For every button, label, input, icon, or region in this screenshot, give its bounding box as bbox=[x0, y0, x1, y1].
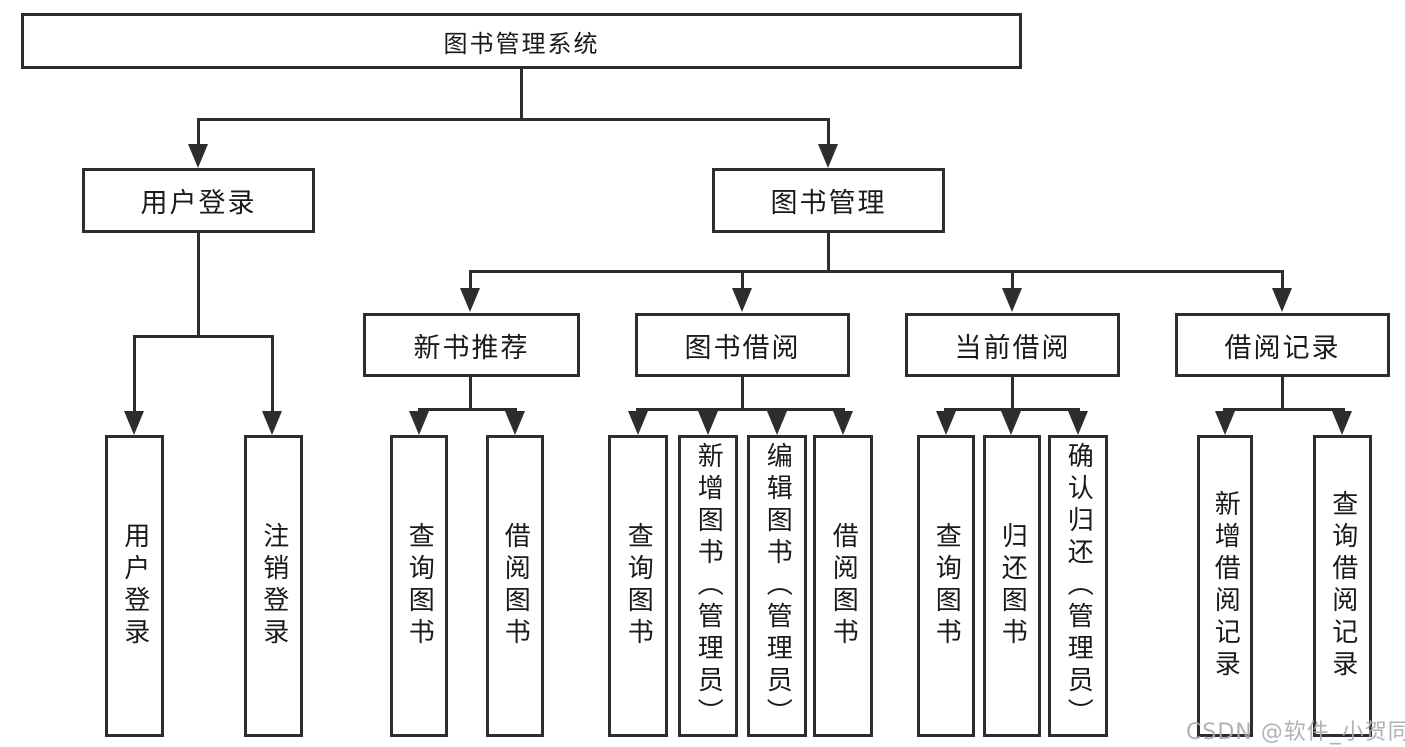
node-new-book-recommend: 新书推荐 bbox=[363, 313, 580, 377]
connector-drop-user-login bbox=[197, 121, 200, 144]
node-borrow-records: 借阅记录 bbox=[1175, 313, 1390, 377]
leaf-user-login-label: 用户登录 bbox=[119, 522, 150, 650]
csdn-watermark: CSDN @软件_小贺同学 bbox=[1186, 720, 1405, 745]
leaf-query-books-recommend: 查询图书 bbox=[390, 435, 448, 737]
arrow-down-return-book bbox=[1001, 411, 1021, 435]
leaf-add-borrow-record-label: 新增借阅记录 bbox=[1210, 490, 1241, 682]
node-book-management-label: 图书管理 bbox=[770, 188, 887, 219]
arrow-down-borrow-records bbox=[1272, 288, 1292, 312]
leaf-edit-book-admin: 编辑图书（管理员） bbox=[747, 435, 807, 737]
node-user-login-label: 用户登录 bbox=[140, 188, 257, 219]
arrow-down-leaf-logout bbox=[262, 411, 282, 435]
leaf-logout-label: 注销登录 bbox=[258, 522, 289, 650]
node-current-borrow: 当前借阅 bbox=[905, 313, 1120, 377]
connector-login-stem bbox=[197, 233, 200, 335]
connector-manage-bar bbox=[469, 270, 1284, 273]
connector-newbook-bar bbox=[418, 408, 517, 411]
connector-borrow-bar bbox=[636, 408, 845, 411]
arrow-down-user-login bbox=[188, 144, 208, 168]
leaf-borrow-books-recommend-label: 借阅图书 bbox=[500, 522, 531, 650]
arrow-down-borrow-books-2 bbox=[833, 411, 853, 435]
connector-records-stem bbox=[1281, 377, 1284, 408]
connector-drop-leaf-logout bbox=[271, 338, 274, 411]
arrow-down-add-borrow-record bbox=[1215, 411, 1235, 435]
leaf-return-book: 归还图书 bbox=[983, 435, 1041, 737]
node-user-login: 用户登录 bbox=[82, 168, 315, 233]
connector-current-stem bbox=[1011, 377, 1014, 408]
node-current-borrow-label: 当前借阅 bbox=[954, 332, 1071, 364]
leaf-borrow-books-recommend: 借阅图书 bbox=[486, 435, 544, 737]
leaf-add-book-admin: 新增图书（管理员） bbox=[678, 435, 738, 737]
leaf-confirm-return-admin: 确认归还（管理员） bbox=[1048, 435, 1108, 737]
leaf-add-book-admin-label: 新增图书（管理员） bbox=[693, 442, 724, 730]
connector-current-bar bbox=[944, 408, 1080, 411]
connector-root-bar bbox=[197, 118, 830, 121]
connector-drop-new-book bbox=[469, 273, 472, 288]
arrow-down-leaf-login bbox=[124, 411, 144, 435]
leaf-query-books-borrow-label: 查询图书 bbox=[623, 522, 654, 650]
leaf-borrow-books-2-label: 借阅图书 bbox=[828, 522, 859, 650]
connector-borrow-stem bbox=[741, 377, 744, 408]
connector-drop-borrow-records bbox=[1281, 273, 1284, 288]
leaf-return-book-label: 归还图书 bbox=[997, 522, 1028, 650]
node-new-book-recommend-label: 新书推荐 bbox=[413, 332, 530, 364]
leaf-logout: 注销登录 bbox=[244, 435, 303, 737]
leaf-query-borrow-record: 查询借阅记录 bbox=[1313, 435, 1372, 737]
leaf-edit-book-admin-label: 编辑图书（管理员） bbox=[762, 442, 793, 730]
node-root: 图书管理系统 bbox=[21, 13, 1022, 69]
node-book-management: 图书管理 bbox=[712, 168, 945, 233]
arrow-down-new-book bbox=[460, 288, 480, 312]
arrow-down-query-borrow-record bbox=[1332, 411, 1352, 435]
node-book-borrow: 图书借阅 bbox=[635, 313, 850, 377]
arrow-down-borrow-books-recommend bbox=[505, 411, 525, 435]
connector-login-bar bbox=[133, 335, 274, 338]
connector-records-bar bbox=[1223, 408, 1345, 411]
leaf-user-login: 用户登录 bbox=[105, 435, 164, 737]
node-borrow-records-label: 借阅记录 bbox=[1224, 332, 1341, 364]
arrow-down-book-borrow bbox=[732, 288, 752, 312]
arrow-down-query-books-current bbox=[936, 411, 956, 435]
arrow-down-edit-book-admin bbox=[767, 411, 787, 435]
arrow-down-current-borrow bbox=[1002, 288, 1022, 312]
connector-newbook-stem bbox=[469, 377, 472, 408]
arrow-down-add-book-admin bbox=[698, 411, 718, 435]
arrow-down-query-books-recommend bbox=[409, 411, 429, 435]
connector-drop-book-borrow bbox=[741, 273, 744, 288]
connector-manage-stem bbox=[827, 233, 830, 270]
leaf-query-books-borrow: 查询图书 bbox=[608, 435, 668, 737]
leaf-query-books-recommend-label: 查询图书 bbox=[404, 522, 435, 650]
node-root-label: 图书管理系统 bbox=[443, 29, 600, 58]
connector-drop-leaf-login bbox=[133, 338, 136, 411]
leaf-query-borrow-record-label: 查询借阅记录 bbox=[1327, 490, 1358, 682]
connector-root-stem bbox=[520, 69, 523, 118]
connector-drop-current-borrow bbox=[1011, 273, 1014, 288]
arrow-down-book-management bbox=[818, 144, 838, 168]
leaf-query-books-current-label: 查询图书 bbox=[931, 522, 962, 650]
arrow-down-query-books-borrow bbox=[628, 411, 648, 435]
leaf-query-books-current: 查询图书 bbox=[917, 435, 975, 737]
connector-drop-book-management bbox=[827, 121, 830, 144]
leaf-add-borrow-record: 新增借阅记录 bbox=[1197, 435, 1253, 737]
leaf-confirm-return-admin-label: 确认归还（管理员） bbox=[1063, 442, 1094, 730]
leaf-borrow-books-2: 借阅图书 bbox=[813, 435, 873, 737]
node-book-borrow-label: 图书借阅 bbox=[684, 332, 801, 364]
arrow-down-confirm-return bbox=[1068, 411, 1088, 435]
